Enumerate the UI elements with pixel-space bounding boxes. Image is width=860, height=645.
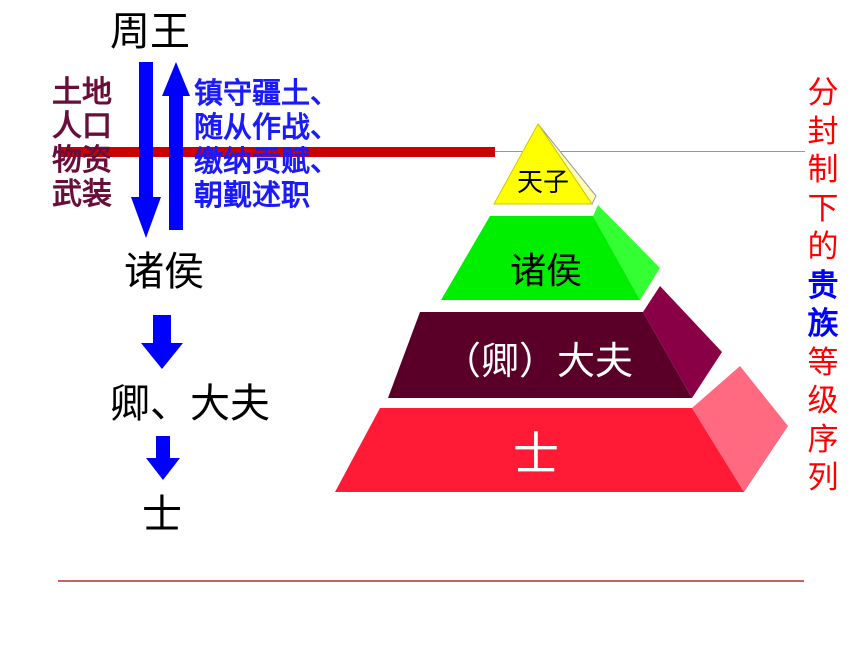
sidebar-char: 下 — [807, 190, 839, 227]
sidebar-caption: 分封制下的贵族等级序列 — [801, 74, 845, 498]
duty-item: 缴纳贡赋、 — [194, 144, 340, 178]
level-scholars: 士 — [142, 492, 182, 538]
sidebar-char: 族 — [807, 306, 839, 342]
grants-list: 土地 人口 物资 武装 — [52, 76, 112, 212]
duty-item: 镇守疆土、 — [194, 76, 340, 110]
pyramid-label: 天子 — [517, 168, 569, 198]
grant-item: 土地 — [52, 75, 112, 110]
sidebar-char: 贵 — [807, 267, 839, 304]
sidebar-char: 列 — [807, 460, 839, 496]
pyramid-label: 士 — [513, 427, 559, 481]
grant-item: 武装 — [52, 177, 112, 212]
arrow-down-grants-icon — [131, 62, 161, 238]
tier-lords-side — [593, 205, 660, 300]
accent-bar-thin — [495, 151, 805, 152]
pyramid-label: 诸侯 — [510, 251, 582, 292]
sidebar-char: 封 — [807, 113, 839, 150]
arrow-up-duties-icon — [162, 62, 190, 230]
level-ministers: 卿、大夫 — [110, 381, 270, 427]
grant-item: 人口 — [52, 109, 112, 144]
bottom-divider — [58, 580, 804, 582]
duty-item: 随从作战、 — [194, 110, 340, 144]
sidebar-char: 序 — [807, 421, 839, 458]
duty-item: 朝觐述职 — [194, 178, 311, 212]
sidebar-char: 级 — [807, 383, 839, 419]
grant-item: 物资 — [52, 143, 112, 178]
sidebar-char: 的 — [807, 229, 839, 265]
level-king: 周王 — [110, 9, 190, 55]
sidebar-char: 制 — [807, 152, 839, 188]
tier-lords-front — [441, 216, 640, 300]
tier-scholars-side — [692, 366, 788, 492]
tier-ministers-front — [388, 312, 692, 398]
tier-ministers-side — [643, 286, 722, 398]
arrow-down-lords-icon — [141, 315, 183, 369]
pyramid-diagram: 天子 诸侯 （卿）大夫 士 — [335, 123, 788, 492]
pyramid-label: （卿）大夫 — [443, 339, 633, 383]
accent-bar — [60, 147, 495, 157]
arrow-down-ministers-icon — [146, 436, 180, 480]
tier-emperor-front — [493, 123, 593, 205]
sidebar-char: 等 — [807, 344, 839, 381]
duties-list: 镇守疆土、 随从作战、 缴纳贡赋、 朝觐述职 — [194, 76, 339, 212]
sidebar-char: 分 — [807, 75, 839, 111]
tier-scholars-front — [335, 408, 744, 492]
level-lords: 诸侯 — [124, 249, 204, 295]
